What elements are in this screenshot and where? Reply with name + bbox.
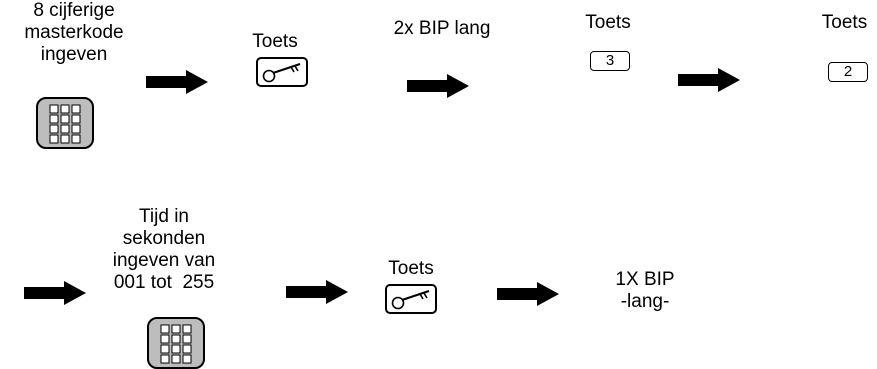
right-arrow-icon <box>146 70 208 94</box>
toets-label: Toets <box>388 258 434 279</box>
right-arrow-icon <box>286 280 348 304</box>
toets-label: Toets <box>252 31 298 52</box>
key-3: 3 <box>590 51 630 71</box>
keypad-icon <box>36 97 94 149</box>
bip-lang-text: 2x BIP lang <box>393 18 491 39</box>
right-arrow-icon <box>407 74 469 98</box>
bip-lang-text: 1X BIP -lang- <box>615 269 675 312</box>
keypad-icon <box>147 317 205 369</box>
toets-label: Toets <box>585 12 631 33</box>
right-arrow-icon <box>497 282 559 306</box>
right-arrow-icon <box>24 281 86 305</box>
key-2: 2 <box>828 62 868 82</box>
masterkode-instruction: 8 cijferige masterkode ingeven <box>24 0 124 65</box>
key-icon <box>256 57 308 87</box>
key-icon <box>385 284 437 314</box>
toets-label: Toets <box>821 12 868 33</box>
tijd-instruction: Tijd in sekonden ingeven van 001 tot 255 <box>112 206 216 293</box>
right-arrow-icon <box>678 68 740 92</box>
